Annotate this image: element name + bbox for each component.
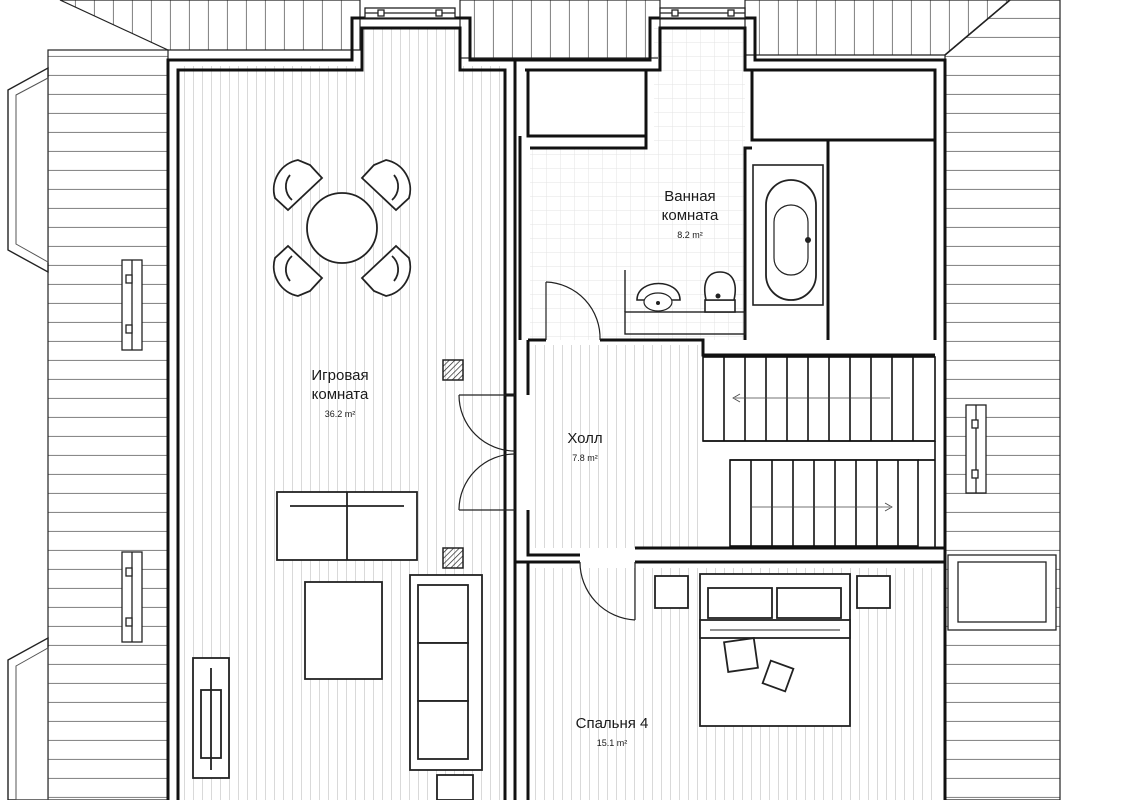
door-swing-icon-bathroom (545, 281, 601, 341)
stair-direction (732, 393, 893, 512)
floor-hall (528, 345, 703, 548)
coffee-table-icon (304, 581, 383, 680)
dormer-left-lower (7, 636, 49, 800)
windows (121, 7, 1057, 643)
dining-table-icon (306, 192, 378, 264)
room-area-game-room: 36.2 m² (324, 409, 356, 419)
label-bathroom: Ванная комната 8.2 m² (630, 187, 750, 242)
room-area-bedroom: 15.1 m² (596, 738, 628, 748)
room-area-hall: 7.8 m² (572, 453, 598, 463)
window-icon-right (965, 404, 987, 494)
window-icon-left-lower (121, 551, 143, 643)
bathtub-icon (765, 179, 817, 301)
room-name-bedroom: Спальня 4 (575, 715, 649, 732)
roof-window-icon (947, 554, 1057, 631)
room-name-game-room: Игровая комната (311, 367, 369, 403)
dormer-left-upper (7, 66, 49, 274)
staircase-icon (702, 356, 936, 548)
sofa-icon (276, 491, 418, 561)
window-icon-left-upper (121, 259, 143, 351)
nightstand-icon (654, 575, 891, 609)
label-hall: Холл 7.8 m² (535, 429, 635, 465)
roof-top-left (59, 0, 361, 51)
room-name-bathroom: Ванная комната (661, 188, 719, 224)
label-bedroom: Спальня 4 15.1 m² (552, 714, 672, 750)
floor-bathroom-strip (654, 28, 745, 148)
sink-icon (636, 282, 681, 312)
roof-top-middle (459, 0, 661, 59)
door-swing-icon-game-room (458, 394, 516, 511)
walls (166, 16, 947, 800)
room-name-hall: Холл (567, 430, 603, 447)
bedroom-furniture (654, 573, 891, 727)
bathroom-fixtures (624, 164, 824, 335)
pillow-icon (707, 587, 842, 693)
roof-right (944, 0, 1061, 800)
room-area-bathroom: 8.2 m² (677, 230, 703, 240)
toilet-icon (704, 271, 736, 313)
bench-icon (192, 657, 230, 779)
roof-left (47, 49, 169, 800)
label-game-room: Игровая комната 36.2 m² (280, 366, 400, 421)
chair-icon (272, 159, 412, 297)
doors (458, 281, 636, 621)
game-room-furniture (192, 159, 483, 800)
door-swing-icon-bedroom (579, 561, 636, 621)
window-icon-top-left (364, 7, 456, 19)
sofa-icon-long (409, 574, 483, 771)
window-icon-top-middle (659, 7, 746, 19)
chimney-icon (442, 359, 464, 569)
